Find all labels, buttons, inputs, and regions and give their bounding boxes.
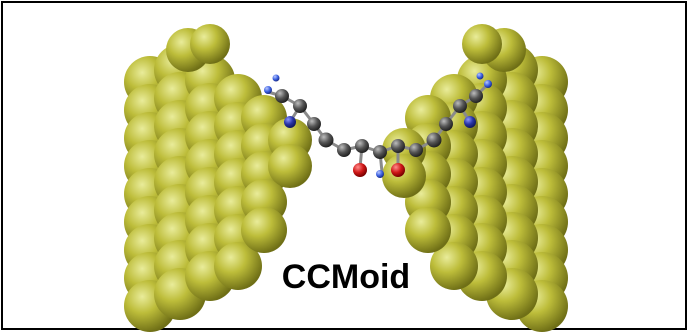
nitrogen-atom <box>464 116 476 128</box>
gold-atom <box>462 24 502 64</box>
figure-label: CCMoid <box>281 258 411 296</box>
oxygen-atom <box>353 163 367 177</box>
carbon-atom <box>426 132 442 148</box>
carbon-atom <box>373 145 387 159</box>
hydrogen-atom <box>476 72 484 80</box>
hydrogen-atom <box>376 170 384 178</box>
hydrogen-atom <box>264 86 272 94</box>
carbon-atom <box>337 143 351 157</box>
gold-atom <box>241 207 287 253</box>
molecule <box>264 72 492 178</box>
gold-atom <box>268 144 312 188</box>
gold-atom <box>405 207 451 253</box>
gold-atom <box>430 242 478 290</box>
carbon-atom <box>391 139 405 153</box>
hydrogen-atom <box>272 74 280 82</box>
right-gold-electrode <box>382 24 568 332</box>
gold-atom <box>214 242 262 290</box>
carbon-atom <box>453 99 467 113</box>
carbon-atom <box>318 132 334 148</box>
figure-frame <box>1 1 687 330</box>
carbon-atom <box>355 139 369 153</box>
carbon-atom <box>293 99 307 113</box>
oxygen-atom <box>391 163 405 177</box>
carbon-atom <box>409 143 423 157</box>
carbon-atom <box>439 117 453 131</box>
left-gold-electrode <box>124 24 312 332</box>
nitrogen-atom <box>284 116 296 128</box>
hydrogen-atom <box>484 80 492 88</box>
carbon-atom <box>275 89 289 103</box>
gold-atom <box>190 24 230 64</box>
gold-atom <box>382 154 426 198</box>
carbon-atom <box>469 89 483 103</box>
carbon-atom <box>307 117 321 131</box>
